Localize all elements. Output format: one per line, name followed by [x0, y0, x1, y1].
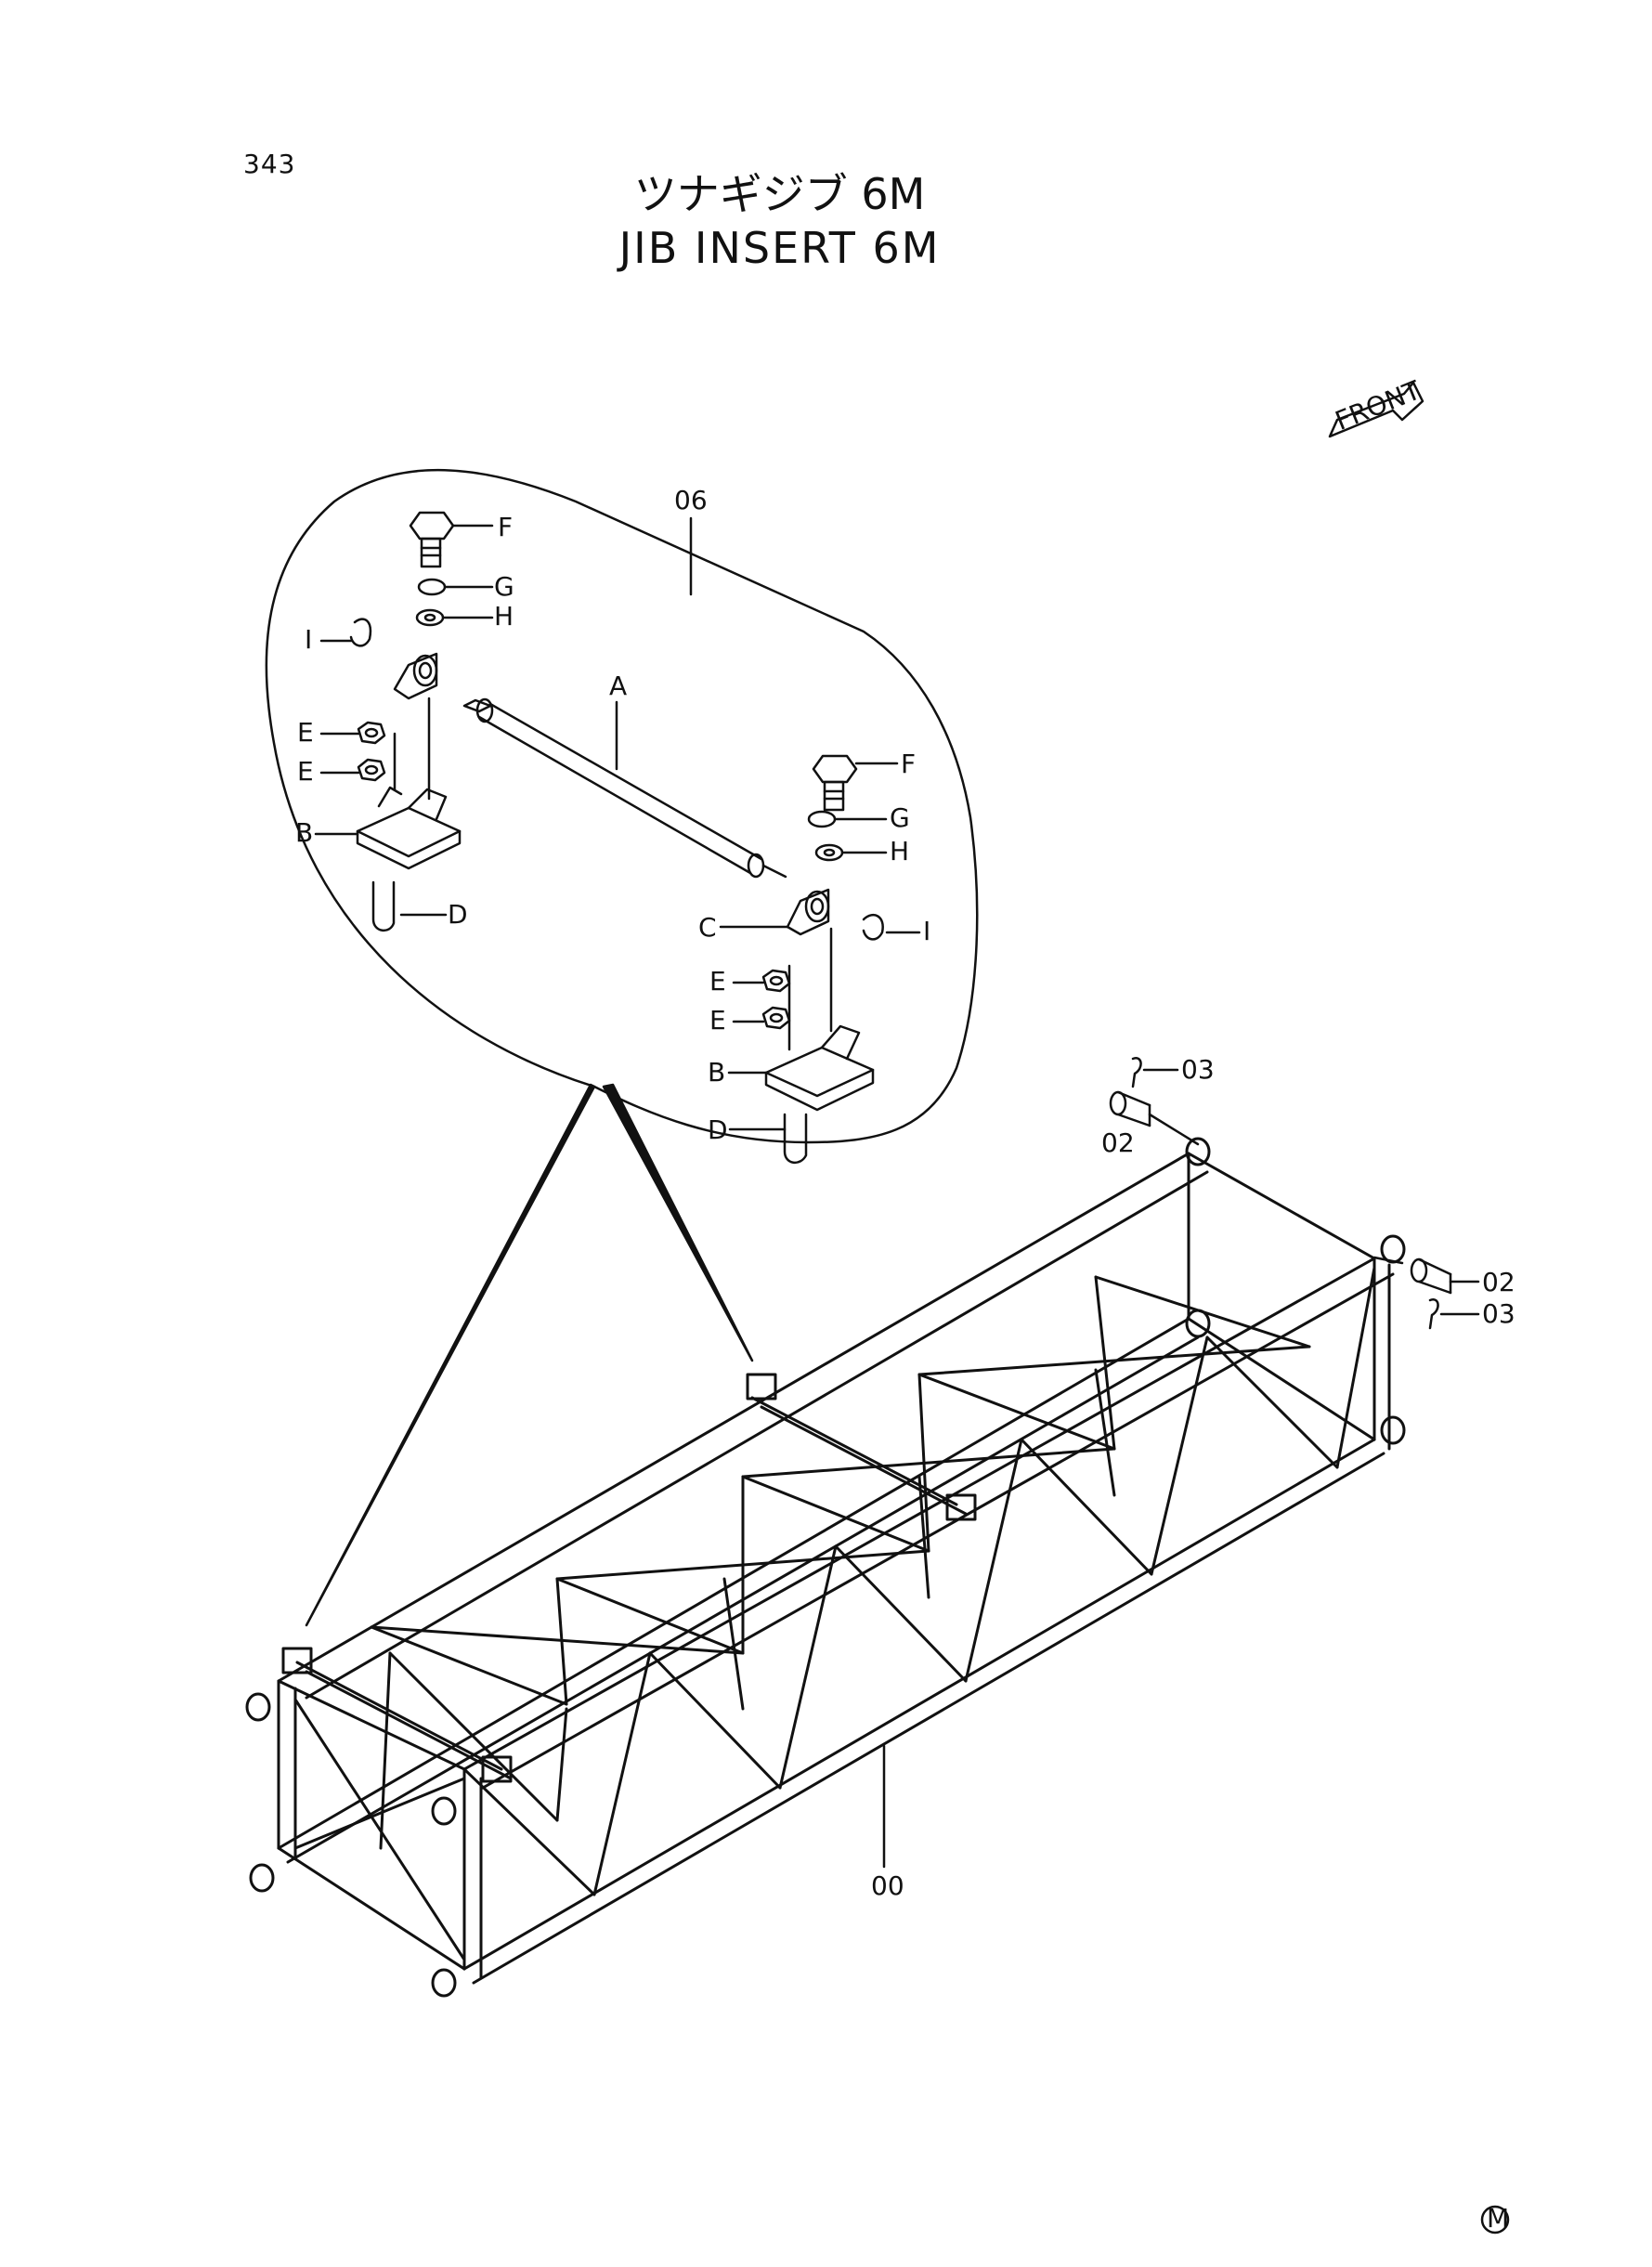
pipe-icon: [462, 697, 787, 879]
u-bolt-icon: [371, 880, 396, 932]
circled-m-icon: [1480, 2205, 1510, 2234]
front-arrow-icon: [1328, 381, 1424, 438]
bracket-base-icon: [356, 786, 462, 870]
washer-icon: [415, 608, 445, 627]
callout-00: 00: [871, 1870, 904, 1901]
nut-icon: [761, 969, 791, 993]
callout-wedge: [602, 1083, 754, 1362]
detail-bubble: [265, 468, 979, 1144]
callout-d: D: [708, 1114, 728, 1145]
title-english: JIB INSERT 6M: [618, 223, 941, 273]
page-title: ツナギジブ 6M JIB INSERT 6M: [0, 167, 1652, 275]
nut-icon: [761, 1006, 791, 1030]
bearing-block-icon: [393, 652, 438, 700]
callout-a: A: [609, 671, 627, 701]
callout-wedge: [305, 1083, 596, 1627]
callout-f: F: [901, 749, 916, 779]
mark-symbol: M: [1487, 2203, 1509, 2234]
callout-b: B: [708, 1057, 725, 1088]
snap-pin-icon: [862, 914, 884, 941]
spring-washer-icon: [417, 578, 447, 596]
callout-i: I: [923, 916, 930, 946]
callout-c: C: [698, 912, 717, 943]
title-japanese: ツナギジブ 6M: [633, 169, 926, 219]
bolt-icon: [812, 754, 858, 812]
callout-e: E: [297, 717, 314, 748]
bolt-icon: [409, 511, 455, 568]
u-bolt-icon: [783, 1113, 808, 1164]
front-label: FRONT: [1331, 374, 1425, 436]
bracket-base-icon: [764, 1024, 875, 1112]
page-number: 343: [243, 149, 296, 179]
nut-icon: [357, 758, 386, 782]
callout-e: E: [297, 756, 314, 787]
callout-02: 02: [1482, 1267, 1515, 1297]
pin-icon: [1410, 1257, 1452, 1295]
callout-b: B: [295, 817, 313, 848]
nut-icon: [357, 721, 386, 745]
callout-h: H: [494, 601, 514, 632]
callout-06: 06: [674, 485, 708, 515]
callout-e: E: [709, 1005, 726, 1036]
washer-icon: [814, 843, 844, 862]
callout-03: 03: [1181, 1054, 1215, 1085]
bearing-block-icon: [786, 888, 830, 936]
clip-icon: [1428, 1298, 1439, 1330]
callout-f: F: [498, 512, 513, 542]
spring-washer-icon: [807, 810, 837, 828]
callout-g: G: [494, 571, 514, 602]
callout-d: D: [448, 899, 468, 930]
jib-frame: [245, 1137, 1406, 1998]
callout-03: 03: [1482, 1298, 1515, 1329]
callout-02: 02: [1101, 1127, 1135, 1158]
callout-e: E: [709, 966, 726, 997]
callout-h: H: [890, 836, 909, 866]
callout-i: I: [305, 624, 312, 655]
callout-g: G: [890, 802, 910, 833]
pin-icon: [1109, 1090, 1151, 1127]
clip-icon: [1131, 1057, 1142, 1088]
snap-pin-icon: [349, 618, 372, 647]
